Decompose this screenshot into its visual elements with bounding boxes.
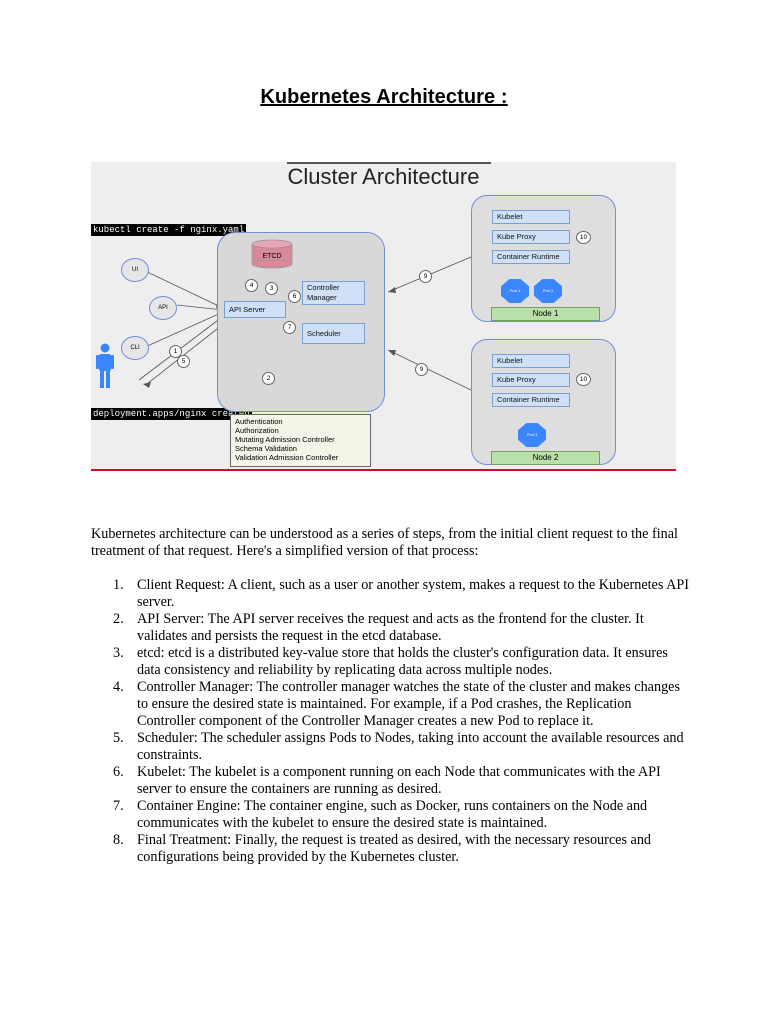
- api-server-box: API Server: [224, 301, 286, 318]
- node1-label: Node 1: [491, 307, 600, 321]
- step-marker-7: 7: [283, 321, 296, 334]
- step-marker-6: 6: [288, 290, 301, 303]
- client-ui: UI: [121, 258, 149, 282]
- client-cli: CLI: [121, 336, 149, 360]
- node2-pod-3: Pod 3: [518, 423, 546, 447]
- cluster-architecture-diagram: Cluster Architecture: [91, 162, 676, 471]
- control-plane-box: [217, 232, 385, 412]
- node2-kubelet: Kubelet: [492, 354, 570, 368]
- node2-container-runtime: Container Runtime: [492, 393, 570, 407]
- list-item: 6.Kubelet: The kubelet is a component ru…: [113, 764, 661, 797]
- node1-container-runtime: Container Runtime: [492, 250, 570, 264]
- controller-manager-line2: Manager: [307, 293, 337, 302]
- admission-authentication: Authentication: [235, 417, 283, 426]
- node1-kube-proxy: Kube Proxy: [492, 230, 570, 244]
- step-marker-10-node1: 10: [576, 231, 591, 244]
- admission-schema-validation: Schema Validation: [235, 444, 297, 453]
- list-item: 4.Controller Manager: The controller man…: [113, 679, 680, 729]
- controller-manager-line1: Controller: [307, 283, 340, 292]
- node2-label: Node 2: [491, 451, 600, 465]
- list-item: 1.Client Request: A client, such as a us…: [113, 577, 690, 610]
- etcd-label: ETCD: [262, 253, 282, 260]
- step-marker-1: 1: [169, 345, 182, 358]
- step-marker-4: 4: [245, 279, 258, 292]
- list-item: 7.Container Engine: The container engine…: [113, 798, 648, 831]
- node1-pod-1: Pod 1: [501, 279, 529, 303]
- step-marker-9-node2: 9: [415, 363, 428, 376]
- process-steps-list: 1.Client Request: A client, such as a us…: [91, 577, 691, 866]
- list-item: 2.API Server: The API server receives th…: [113, 611, 644, 644]
- admission-validation: Validation Admission Controller: [235, 453, 339, 462]
- kubectl-result: deployment.apps/nginx created: [91, 408, 252, 420]
- admission-mutating: Mutating Admission Controller: [235, 435, 335, 444]
- step-marker-2: 2: [262, 372, 275, 385]
- scheduler-box: Scheduler: [302, 323, 365, 344]
- user-icon: [96, 343, 114, 388]
- step-marker-9-node1: 9: [419, 270, 432, 283]
- step-marker-3: 3: [265, 282, 278, 295]
- node1-pod-2: Pod 2: [534, 279, 562, 303]
- client-api: API: [149, 296, 177, 320]
- document-title: Kubernetes Architecture :: [260, 86, 508, 108]
- list-item: 5.Scheduler: The scheduler assigns Pods …: [113, 730, 684, 763]
- list-item: 3.etcd: etcd is a distributed key-value …: [113, 645, 668, 678]
- step-marker-10-node2: 10: [576, 373, 591, 386]
- list-item: 8.Final Treatment: Finally, the request …: [113, 832, 652, 865]
- kubectl-command: kubectl create -f nginx.yaml: [91, 224, 247, 236]
- controller-manager-box: Controller Manager: [302, 281, 365, 305]
- node1-kubelet: Kubelet: [492, 210, 570, 224]
- step-marker-5: 5: [177, 355, 190, 368]
- admission-controllers-box: Authentication Authorization Mutating Ad…: [230, 414, 371, 467]
- admission-authorization: Authorization: [235, 426, 279, 435]
- title-bar: [287, 162, 491, 164]
- intro-paragraph: Kubernetes architecture can be understoo…: [91, 526, 678, 559]
- etcd-database-icon: [251, 239, 293, 269]
- diagram-title: Cluster Architecture: [287, 164, 480, 189]
- node2-kube-proxy: Kube Proxy: [492, 373, 570, 387]
